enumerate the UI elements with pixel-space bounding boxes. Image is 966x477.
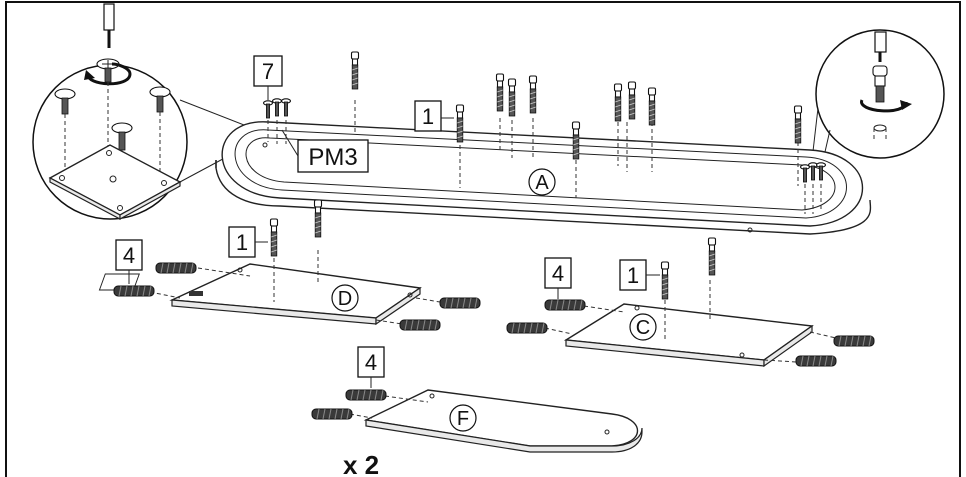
callout-box-1-c (619, 259, 647, 291)
wooden-dowel-icon (833, 335, 875, 347)
screw-icon (280, 98, 292, 117)
callout-qty-1-d: 1 (236, 230, 248, 255)
callout-qty-1-top: 1 (422, 104, 434, 129)
screwdriver-icon (103, 3, 115, 48)
callout-box-4-c (544, 257, 572, 289)
callout-box-1-d (228, 226, 256, 258)
screw-icon (54, 88, 76, 168)
detail-circle-right (811, 29, 945, 166)
screw-icon (96, 58, 120, 83)
callout-box-4-d (115, 239, 143, 271)
wooden-dowel-icon (311, 408, 353, 420)
part-label-f: F (457, 408, 469, 430)
callout-qty-4-f: 4 (365, 350, 377, 375)
quantity-multiplier: x 2 (343, 450, 379, 477)
screw-icon (271, 98, 283, 117)
cam-bolt-icon (872, 65, 888, 103)
wooden-dowel-icon (506, 322, 548, 334)
callout-qty-4-d: 4 (123, 243, 135, 268)
screwdriver-icon (874, 31, 887, 62)
cam-bolt-icon (528, 75, 538, 114)
cam-bolt-icon (313, 199, 323, 238)
screw-icon (149, 86, 171, 180)
wooden-dowel-icon (544, 299, 586, 311)
detail-circle-left (32, 3, 263, 221)
cam-bolt-icon (660, 261, 670, 300)
cam-bolt-icon (455, 104, 465, 143)
callout-qty-1-c: 1 (627, 263, 639, 288)
cam-bolt-icon (495, 73, 505, 112)
part-label-c: C (636, 317, 650, 339)
callout-box-4-f (357, 346, 385, 378)
callout-box-1-top (414, 100, 442, 132)
wooden-dowel-icon (439, 297, 481, 309)
cam-bolt-icon (613, 83, 623, 122)
rotation-arrow-icon (86, 62, 132, 86)
panel-c (544, 280, 837, 368)
hardware-code-pm3: PM3 (308, 144, 357, 171)
panel-d (98, 250, 441, 326)
part-label-a: A (535, 172, 549, 194)
frame-border (5, 1, 961, 477)
cam-bolt-icon (793, 105, 803, 144)
cam-bolt-icon (350, 51, 360, 90)
wooden-dowel-icon (345, 389, 387, 401)
cam-bolt-icon (647, 87, 657, 126)
callout-box-pm3 (297, 139, 369, 173)
callout-qty-4-c: 4 (552, 261, 564, 286)
wooden-dowel-icon (795, 355, 837, 367)
cam-bolt-icon (627, 81, 637, 120)
cam-bolt-icon (571, 121, 581, 160)
wooden-dowel-icon (399, 319, 441, 331)
wooden-dowel-icon (155, 262, 197, 274)
callout-box-7 (253, 55, 283, 87)
cam-bolt-icon (269, 218, 279, 257)
part-label-d: D (338, 288, 352, 310)
callout-qty-7: 7 (262, 59, 274, 84)
screw-icon (262, 100, 274, 119)
cam-bolt-icon (707, 237, 717, 276)
wooden-dowel-icon (113, 285, 155, 297)
cam-bolt-icon (507, 78, 517, 117)
panel-f (349, 389, 643, 453)
